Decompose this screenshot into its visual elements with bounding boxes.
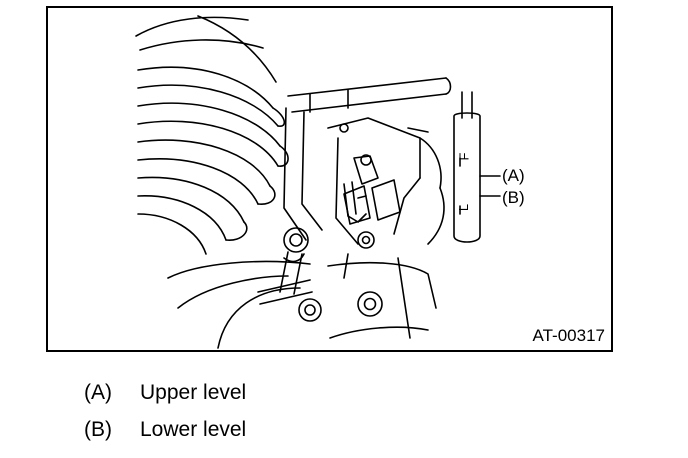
bolt [357,231,375,249]
bolt [283,227,309,253]
nut [339,123,372,166]
callout-a: (A) [502,166,525,185]
bolt [357,291,383,317]
gauge-lower-mark: L [456,203,472,212]
hood-contour-line [197,15,277,83]
hood-contour-line [135,16,249,37]
gauge-upper-mark: F [456,152,472,161]
legend-label: Upper level [140,381,247,404]
hood-contour-line [139,39,264,51]
legend-item-b: (B) Lower level [84,418,246,442]
callout-b: (B) [502,188,525,207]
legend-key: (B) [84,418,112,441]
legend-item-a: (A) Upper level [84,381,246,405]
upper-pipe [287,77,452,113]
linkage-rod [257,251,313,305]
air-intake-bellows [137,66,289,255]
dipstick-handle [343,181,367,223]
level-gauge-diagram [453,91,501,243]
technical-illustration: F L (A) (B) AT-00317 [46,6,613,352]
legend-key: (A) [84,381,112,404]
bolt [298,298,322,322]
mounting-bracket [283,107,421,245]
engine-bay-drawing [135,15,501,349]
figure-code: AT-00317 [532,326,605,345]
engine-block-contour [167,127,445,349]
legend-label: Lower level [140,418,247,441]
